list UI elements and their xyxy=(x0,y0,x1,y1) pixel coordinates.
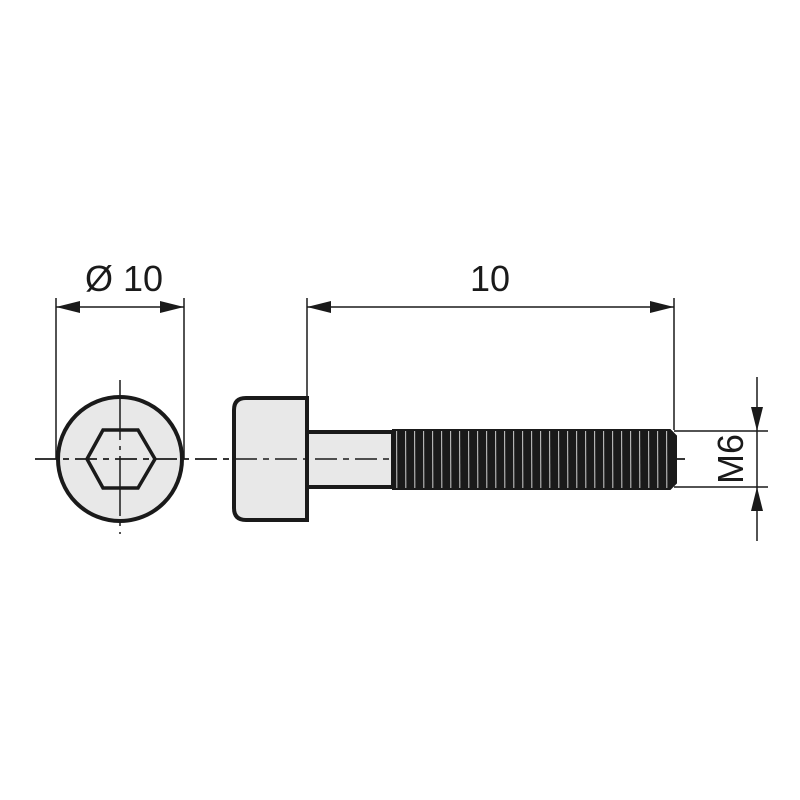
screw-head xyxy=(232,396,309,522)
arrow-left xyxy=(56,301,80,313)
arrow-thread-top xyxy=(751,407,763,431)
thread-label: M6 xyxy=(710,434,751,484)
length-label: 10 xyxy=(470,258,510,299)
arrow-thread-bottom xyxy=(751,487,763,511)
end-view: Ø 10 xyxy=(55,258,185,534)
arrow-length-left xyxy=(307,301,331,313)
side-view: 10 M6 xyxy=(35,258,768,541)
diameter-label: Ø 10 xyxy=(85,258,163,299)
arrow-right xyxy=(160,301,184,313)
screw-thread xyxy=(392,429,677,490)
arrow-length-right xyxy=(650,301,674,313)
